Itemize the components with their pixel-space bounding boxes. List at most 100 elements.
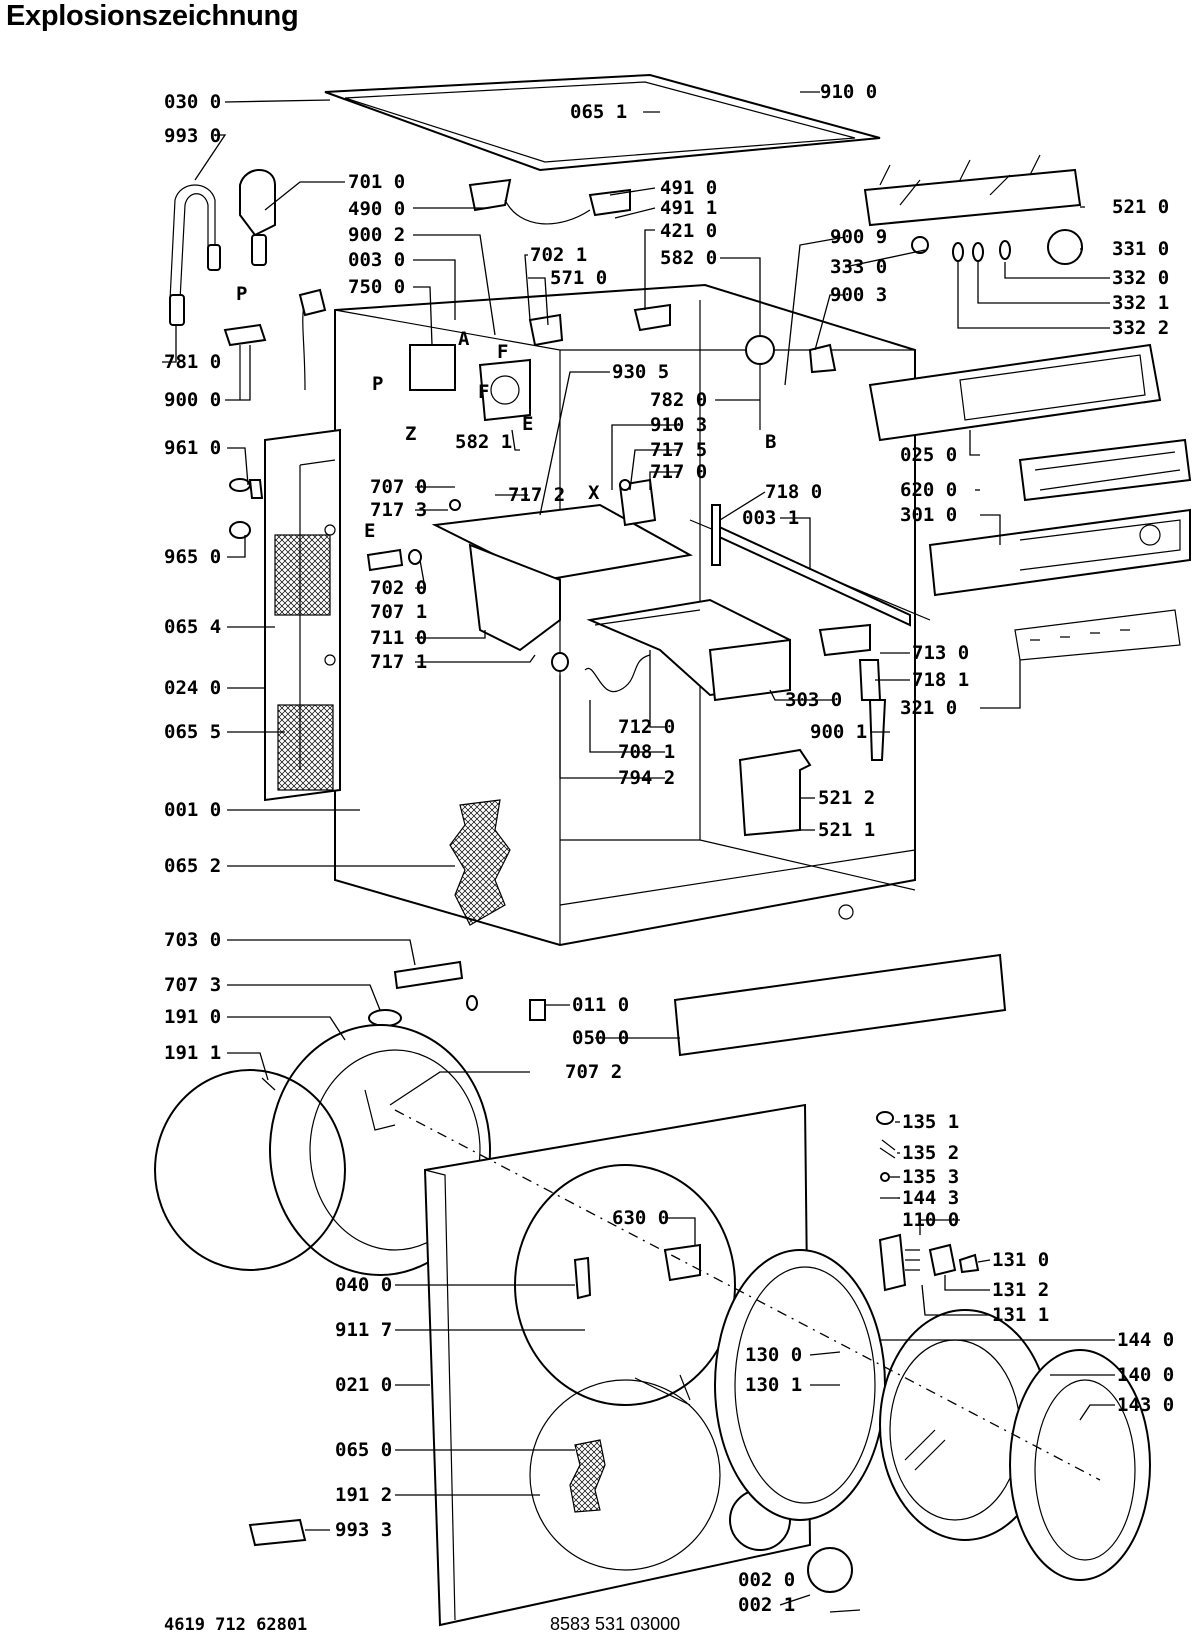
- label-910-3: 910 3: [650, 414, 707, 436]
- label-135-1: 135 1: [902, 1111, 959, 1133]
- label-321-0: 321 0: [900, 697, 957, 719]
- page-title: Explosionszeichnung: [6, 0, 299, 32]
- label-003-0: 003 0: [348, 249, 405, 271]
- label-140-0: 140 0: [1117, 1364, 1174, 1386]
- label-717-2: 717 2: [508, 484, 565, 506]
- letter-f-upper: F: [497, 341, 508, 363]
- footer-center-code: 8583 531 03000: [550, 1614, 680, 1634]
- side-panel-024: [264, 428, 341, 802]
- label-717-3: 717 3: [370, 499, 427, 521]
- label-582-0: 582 0: [660, 247, 717, 269]
- label-490-0: 490 0: [348, 198, 405, 220]
- label-707-2: 707 2: [565, 1061, 622, 1083]
- letter-p-valve: P: [372, 373, 383, 395]
- hinge-parts: [248, 1111, 980, 1613]
- detergent-drawer-assembly: [431, 503, 931, 702]
- label-900-2: 900 2: [348, 224, 405, 246]
- label-794-2: 794 2: [618, 767, 675, 789]
- label-130-1: 130 1: [745, 1374, 802, 1396]
- letter-p-hose: P: [236, 283, 247, 305]
- letter-a: A: [458, 328, 470, 350]
- label-025-0: 025 0: [900, 444, 957, 466]
- label-993-3: 993 3: [335, 1519, 392, 1541]
- label-135-2: 135 2: [902, 1142, 959, 1164]
- tube-703: [393, 960, 464, 990]
- label-332-1: 332 1: [1112, 292, 1169, 314]
- label-301-0: 301 0: [900, 504, 957, 526]
- letter-x: X: [588, 482, 600, 504]
- label-521-1: 521 1: [818, 819, 875, 841]
- label-582-1: 582 1: [455, 431, 512, 453]
- front-trim-strip: [673, 953, 1007, 1057]
- spring-191-1: [261, 1077, 276, 1091]
- door-outer-ring: [1009, 1349, 1151, 1581]
- label-521-0: 521 0: [1112, 196, 1169, 218]
- label-003-1: 003 1: [742, 507, 799, 529]
- label-135-3: 135 3: [902, 1166, 959, 1188]
- label-131-2: 131 2: [992, 1279, 1049, 1301]
- label-065-0: 065 0: [335, 1439, 392, 1461]
- label-065-5: 065 5: [164, 721, 221, 743]
- label-630-0: 630 0: [612, 1207, 669, 1229]
- label-130-0: 130 0: [745, 1344, 802, 1366]
- label-717-5: 717 5: [650, 439, 707, 461]
- label-065-1: 065 1: [570, 101, 627, 123]
- label-143-0: 143 0: [1117, 1394, 1174, 1416]
- label-711-0: 711 0: [370, 627, 427, 649]
- label-900-9: 900 9: [830, 226, 887, 248]
- label-707-3: 707 3: [164, 974, 221, 996]
- letter-z: Z: [405, 423, 416, 445]
- label-620-0: 620 0: [900, 479, 957, 501]
- label-717-1: 717 1: [370, 651, 427, 673]
- label-712-0: 712 0: [618, 716, 675, 738]
- label-021-0: 021 0: [335, 1374, 392, 1396]
- foot-screw: [529, 999, 546, 1021]
- spring-191-2: [634, 1377, 691, 1406]
- label-303-0: 303 0: [785, 689, 842, 711]
- part-number-labels: 030 0 065 1 910 0 993 0 701 0 490 0 491 …: [164, 81, 1174, 1616]
- letter-e-motor: E: [522, 413, 533, 435]
- door-inner-ring: [714, 1249, 886, 1521]
- label-191-2: 191 2: [335, 1484, 392, 1506]
- label-040-0: 040 0: [335, 1274, 392, 1296]
- label-703-0: 703 0: [164, 929, 221, 951]
- label-332-0: 332 0: [1112, 267, 1169, 289]
- footer-left-code: 4619 712 62801: [164, 1615, 307, 1635]
- label-144-0: 144 0: [1117, 1329, 1174, 1351]
- label-110-0: 110 0: [902, 1209, 959, 1231]
- label-961-0: 961 0: [164, 437, 221, 459]
- inner-components: [229, 178, 929, 837]
- label-065-4: 065 4: [164, 616, 221, 638]
- label-002-1: 002 1: [738, 1594, 795, 1616]
- label-911-7: 911 7: [335, 1319, 392, 1341]
- letter-callouts: P A P F F E Z B X E: [236, 283, 776, 542]
- label-701-0: 701 0: [348, 171, 405, 193]
- label-702-1: 702 1: [530, 244, 587, 266]
- label-707-1: 707 1: [370, 601, 427, 623]
- label-993-0: 993 0: [164, 125, 221, 147]
- label-900-1: 900 1: [810, 721, 867, 743]
- leader-lines: [162, 91, 1115, 1606]
- label-930-5: 930 5: [612, 361, 669, 383]
- label-001-0: 001 0: [164, 799, 221, 821]
- label-718-1: 718 1: [912, 669, 969, 691]
- label-065-2: 065 2: [164, 855, 221, 877]
- label-332-2: 332 2: [1112, 317, 1169, 339]
- label-900-3: 900 3: [830, 284, 887, 306]
- label-900-0: 900 0: [164, 389, 221, 411]
- letter-e-pipe: E: [364, 520, 375, 542]
- insulation-pad-065-2: [449, 799, 511, 926]
- label-191-1: 191 1: [164, 1042, 221, 1064]
- label-131-1: 131 1: [992, 1304, 1049, 1326]
- label-910-0: 910 0: [820, 81, 877, 103]
- label-707-0: 707 0: [370, 476, 427, 498]
- label-030-0: 030 0: [164, 91, 221, 113]
- label-750-0: 750 0: [348, 276, 405, 298]
- label-708-1: 708 1: [618, 741, 675, 763]
- label-024-0: 024 0: [164, 677, 221, 699]
- label-421-0: 421 0: [660, 220, 717, 242]
- label-144-3: 144 3: [902, 1187, 959, 1209]
- label-491-1: 491 1: [660, 197, 717, 219]
- letter-f-lower: F: [478, 381, 489, 403]
